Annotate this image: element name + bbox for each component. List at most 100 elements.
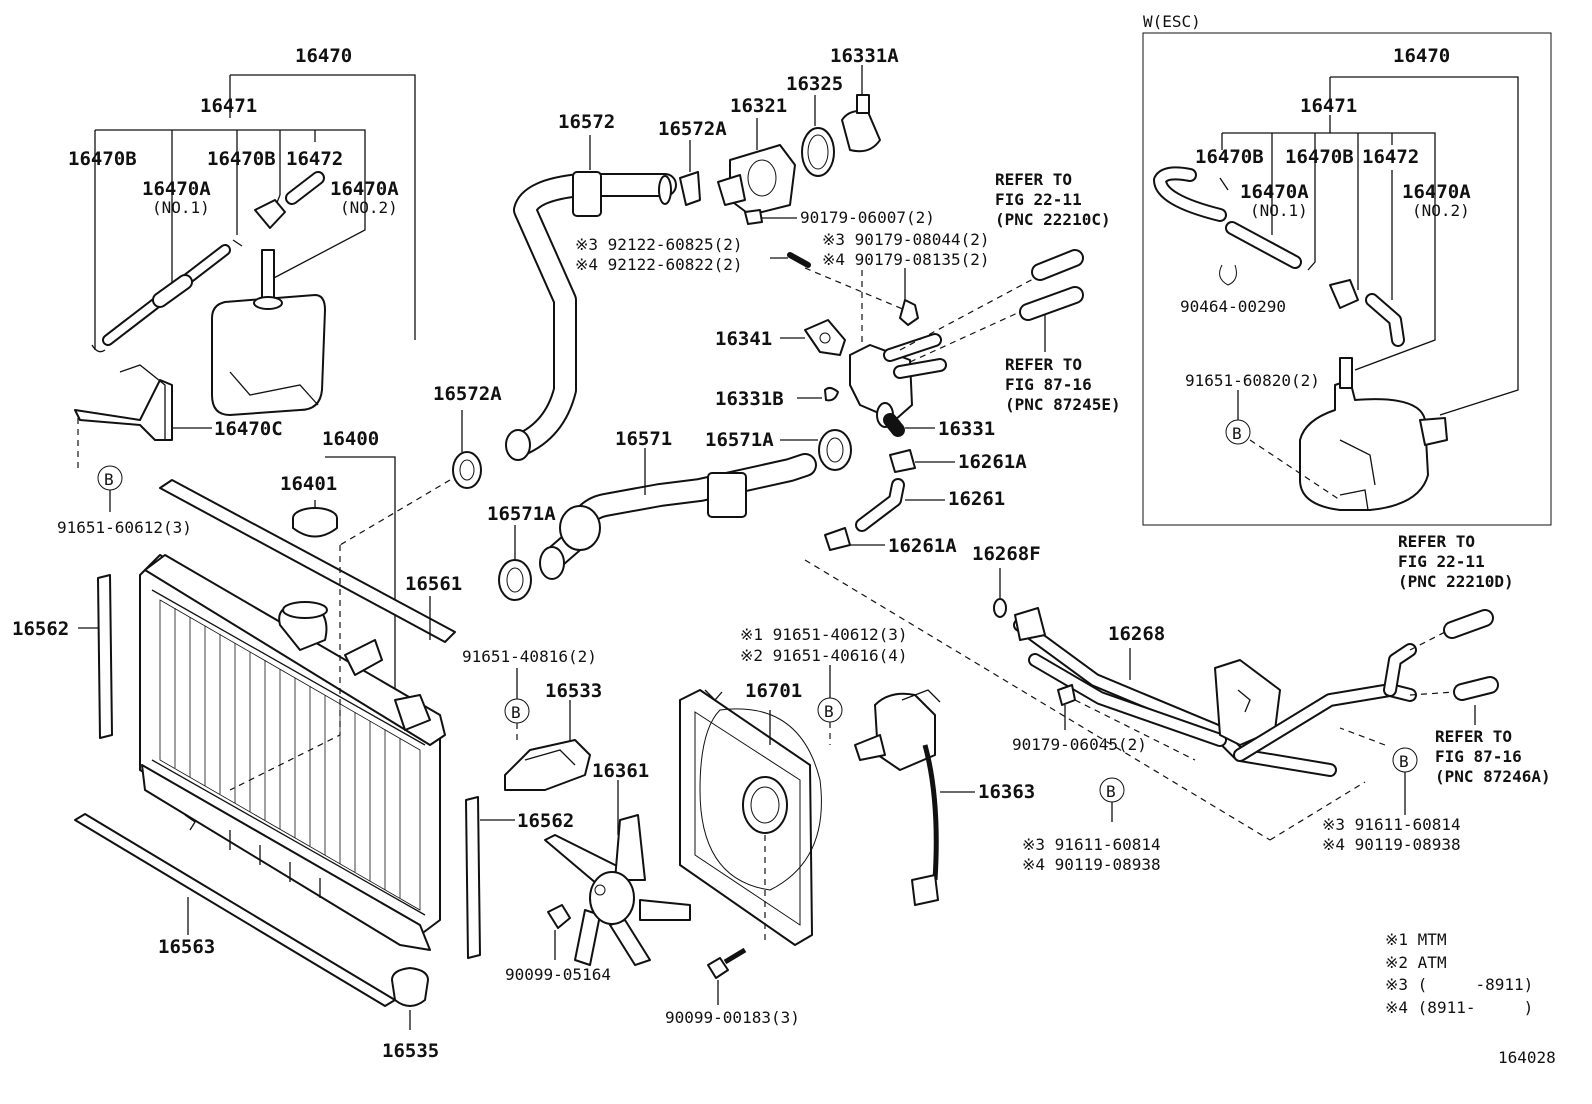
clamp-16571a-right: [818, 429, 852, 471]
label-16571a-left: 16571A: [487, 503, 556, 525]
footnotes: ※1 MTM ※2 ATM ※3 ( -8911) ※4 (8911- ) 16…: [1385, 930, 1556, 1067]
ref4-line1: REFER TO: [1435, 727, 1512, 746]
b-marker-5: B: [1399, 752, 1409, 771]
reservoir-bracket: [74, 379, 173, 441]
label-16472: 16472: [286, 148, 343, 170]
label-16533: 16533: [545, 680, 602, 702]
note-2: ※2 ATM: [1385, 953, 1447, 972]
gasket-16341: [804, 319, 846, 356]
clamp-16261a-top: [889, 449, 916, 473]
clamp-16571a-left: [498, 559, 532, 601]
label-16470b-2: 16470B: [207, 148, 276, 170]
label-16331b: 16331B: [715, 388, 784, 410]
upper-hose-group: 16572 16572A 16572A: [433, 111, 727, 489]
esc-label-16471: 16471: [1300, 95, 1357, 117]
esc-label-16472: 16472: [1362, 146, 1419, 168]
thermostat-group: 16321 16325 16331A 90179-06007(2) ※3 921…: [575, 45, 1036, 440]
note-1: ※1 MTM: [1385, 930, 1447, 949]
esc-label-16470a-no1-sub: (NO.1): [1250, 201, 1308, 220]
label-16325: 16325: [786, 73, 843, 95]
ref3-line2: FIG 22-11: [1398, 552, 1485, 571]
ref2-line3: (PNC 87245E): [1005, 395, 1121, 414]
label-16470a-no2-sub: (NO.2): [340, 198, 398, 217]
label-91611-60814-right: ※3 91611-60814: [1322, 815, 1461, 834]
ref1-line1: REFER TO: [995, 170, 1072, 189]
esc-reservoir-tank: [1299, 379, 1429, 511]
label-16563: 16563: [158, 936, 215, 958]
label-16331a: 16331A: [830, 45, 899, 67]
seal-16562-right: [465, 796, 481, 959]
label-90119-08938-right: ※4 90119-08938: [1322, 835, 1461, 854]
note-4: ※4 (8911- ): [1385, 998, 1533, 1017]
ref2-line1: REFER TO: [1005, 355, 1082, 374]
esc-label-16470a-no2-sub: (NO.2): [1412, 201, 1470, 220]
label-16571: 16571: [615, 428, 672, 450]
ref-hoses-upper: REFER TO FIG 22-11 (PNC 22210C) REFER TO…: [995, 170, 1121, 414]
esc-inset-parts: B 16470 16471 16470B 16470B 16472 16470A…: [1153, 45, 1519, 511]
label-16401: 16401: [280, 473, 337, 495]
label-91651-40616: ※2 91651-40616(4): [740, 646, 908, 665]
clamp-16572a-mid: [452, 451, 482, 489]
label-16471: 16471: [200, 95, 257, 117]
fan-group: 16361 90099-05164: [505, 760, 691, 984]
o-ring-16331b: [824, 386, 839, 402]
esc-label-16470b-1: 16470B: [1195, 146, 1264, 168]
label-91651-40816: 91651-40816(2): [462, 647, 597, 666]
label-91651-40612: ※1 91651-40612(3): [740, 625, 908, 644]
label-16261a-top: 16261A: [958, 451, 1027, 473]
label-16261a-bottom: 16261A: [888, 535, 957, 557]
gasket-16325: [801, 127, 835, 177]
label-16363: 16363: [978, 781, 1035, 803]
label-16470a-no1: 16470A: [142, 178, 211, 200]
fan-shroud-group: 16701 B ※1 91651-40612(3) ※2 91651-40616…: [665, 625, 908, 1027]
b-marker-6: B: [1232, 424, 1242, 443]
radiator-inlet: [344, 639, 383, 676]
label-16535: 16535: [382, 1040, 439, 1062]
esc-label-16470: 16470: [1393, 45, 1450, 67]
label-90099-05164: 90099-05164: [505, 965, 611, 984]
bypass-hose-group: 16261A 16261 16261A: [804, 449, 1271, 841]
reservoir-cap: [254, 199, 286, 229]
fan-blade-3: [639, 899, 691, 921]
bracket-16533-group: B 16533 91651-40816(2): [462, 647, 602, 791]
fan-motor-16363: [874, 692, 936, 771]
b-marker-3: B: [824, 702, 834, 721]
bolt-90099-00183: [707, 957, 729, 979]
label-16470a-no1-sub: (NO.1): [152, 198, 210, 217]
ref4-line2: FIG 87-16: [1435, 747, 1522, 766]
label-90179-08135: ※4 90179-08135(2): [822, 250, 990, 269]
label-90179-06045: 90179-06045(2): [1012, 735, 1147, 754]
label-90179-06007: 90179-06007(2): [800, 208, 935, 227]
fan-blade-5: [574, 909, 601, 966]
label-16341: 16341: [715, 328, 772, 350]
fan-blade-4: [609, 919, 651, 966]
figure-id: 164028: [1498, 1048, 1556, 1067]
label-16268: 16268: [1108, 623, 1165, 645]
esc-title: W(ESC): [1143, 12, 1201, 31]
label-92122-60825: ※3 92122-60825(2): [575, 235, 743, 254]
esc-inset: W(ESC): [1142, 12, 1552, 526]
bracket-16533: [504, 739, 591, 791]
reservoir-group: B 16470 16471 16470B 16470A (NO.1) 16470…: [57, 45, 416, 537]
label-16572a-mid: 16572A: [433, 383, 502, 405]
esc-label-90464-00290: 90464-00290: [1180, 297, 1286, 316]
esc-label-91651-60820: 91651-60820(2): [1185, 371, 1320, 390]
label-16470c: 16470C: [214, 418, 283, 440]
nut-90179-06045: [1057, 684, 1076, 706]
radiator-group: 16400 16561 16401: [12, 428, 574, 1062]
label-92122-60822: ※4 92122-60822(2): [575, 255, 743, 274]
label-90179-08044: ※3 90179-08044(2): [822, 230, 990, 249]
radiator-core: [139, 554, 441, 936]
b-marker-1: B: [104, 470, 114, 489]
esc-label-16470b-2: 16470B: [1285, 146, 1354, 168]
label-16561: 16561: [405, 573, 462, 595]
b-marker-2: B: [511, 703, 521, 722]
label-16571a-right: 16571A: [705, 429, 774, 451]
reservoir-tank: [211, 294, 326, 416]
ref1-line3: (PNC 22210C): [995, 210, 1111, 229]
esc-label-16470a-no1: 16470A: [1240, 181, 1309, 203]
fan-blade-2: [614, 814, 646, 881]
lower-hose-group: 16571 16571A 16571A: [487, 428, 852, 601]
label-16572a-top: 16572A: [658, 118, 727, 140]
